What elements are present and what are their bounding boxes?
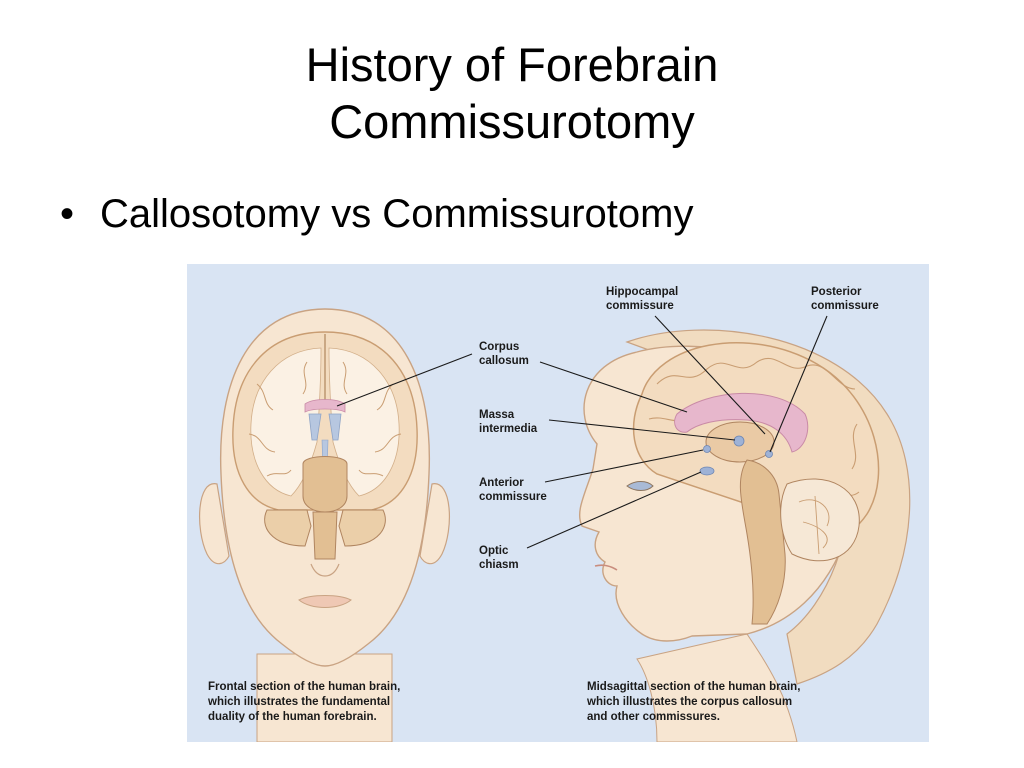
frontal-brainstem (312, 511, 338, 560)
slide-title: History of Forebrain Commissurotomy (0, 36, 1024, 150)
frontal-nose (310, 563, 340, 577)
sagittal-brainstem (739, 459, 786, 625)
right-ear (419, 483, 451, 565)
left-gyri (248, 361, 308, 477)
brain-illustration: Corpus callosum Massa intermedia Anterio… (187, 264, 929, 742)
label-hippocampal-commissure-1: Hippocampal (606, 286, 678, 298)
leader-anterior-commissure (544, 449, 704, 483)
leader-optic-chiasm (526, 471, 702, 549)
caption-left-line-1: Frontal section of the human brain, (208, 681, 400, 693)
cerebellum-folia (798, 495, 830, 555)
lips (594, 564, 618, 571)
caption-left-line-3: duality of the human forebrain. (208, 711, 377, 723)
right-gyri (342, 361, 402, 477)
frontal-head-illustration (198, 308, 451, 742)
leader-posterior-commissure (769, 315, 828, 453)
posterior-commissure-structure (765, 450, 773, 458)
brain-figure: Corpus callosum Massa intermedia Anterio… (187, 264, 929, 742)
caption-right-line-2: which illustrates the corpus callosum (586, 696, 792, 708)
label-corpus-callosum-2: callosum (479, 355, 529, 367)
title-line-1: History of Forebrain (305, 38, 719, 91)
structure-labels: Corpus callosum Massa intermedia Anterio… (479, 286, 879, 571)
frontal-thalamus (302, 456, 348, 513)
sagittal-cerebellum (780, 478, 860, 562)
eye (626, 481, 654, 491)
optic-chiasm-structure (699, 466, 715, 476)
leader-corpus-callosum-right (539, 361, 688, 413)
right-cerebellum (338, 509, 386, 547)
leader-hippocampal-commissure (654, 315, 766, 435)
frontal-corpus-callosum (304, 399, 346, 413)
bullet-text: Callosotomy vs Commissurotomy (100, 192, 694, 236)
left-cerebellum (264, 509, 312, 547)
left-lateral-ventricle (308, 413, 322, 441)
leader-massa-intermedia (548, 419, 736, 441)
bullet-item: • Callosotomy vs Commissurotomy (60, 190, 693, 238)
bullet-icon: • (60, 192, 75, 236)
caption-right-line-1: Midsagittal section of the human brain, (587, 681, 800, 693)
caption-left-line-2: which illustrates the fundamental (207, 696, 390, 708)
left-ear (198, 483, 230, 565)
anterior-commissure-structure (703, 445, 711, 453)
label-hippocampal-commissure-2: commissure (606, 300, 674, 312)
label-posterior-commissure-2: commissure (811, 300, 879, 312)
label-massa-intermedia-1: Massa (479, 409, 515, 421)
right-lateral-ventricle (328, 413, 342, 441)
massa-intermedia-structure (733, 435, 745, 447)
label-anterior-commissure-2: commissure (479, 491, 547, 503)
title-line-2: Commissurotomy (329, 95, 695, 148)
leader-corpus-callosum-left (336, 353, 473, 407)
label-anterior-commissure-1: Anterior (479, 477, 524, 489)
label-corpus-callosum-1: Corpus (479, 341, 519, 353)
frontal-mouth (298, 595, 352, 608)
label-posterior-commissure-1: Posterior (811, 286, 862, 298)
caption-right-line-3: and other commissures. (587, 711, 720, 723)
sagittal-corpus-callosum (674, 392, 809, 453)
figure-captions: Frontal section of the human brain, whic… (207, 681, 800, 723)
label-optic-chiasm-2: chiasm (479, 559, 519, 571)
sagittal-neck (636, 633, 798, 742)
label-optic-chiasm-1: Optic (479, 545, 509, 557)
leader-lines (336, 315, 828, 549)
sagittal-gyri (648, 357, 860, 496)
label-massa-intermedia-2: intermedia (479, 423, 538, 435)
